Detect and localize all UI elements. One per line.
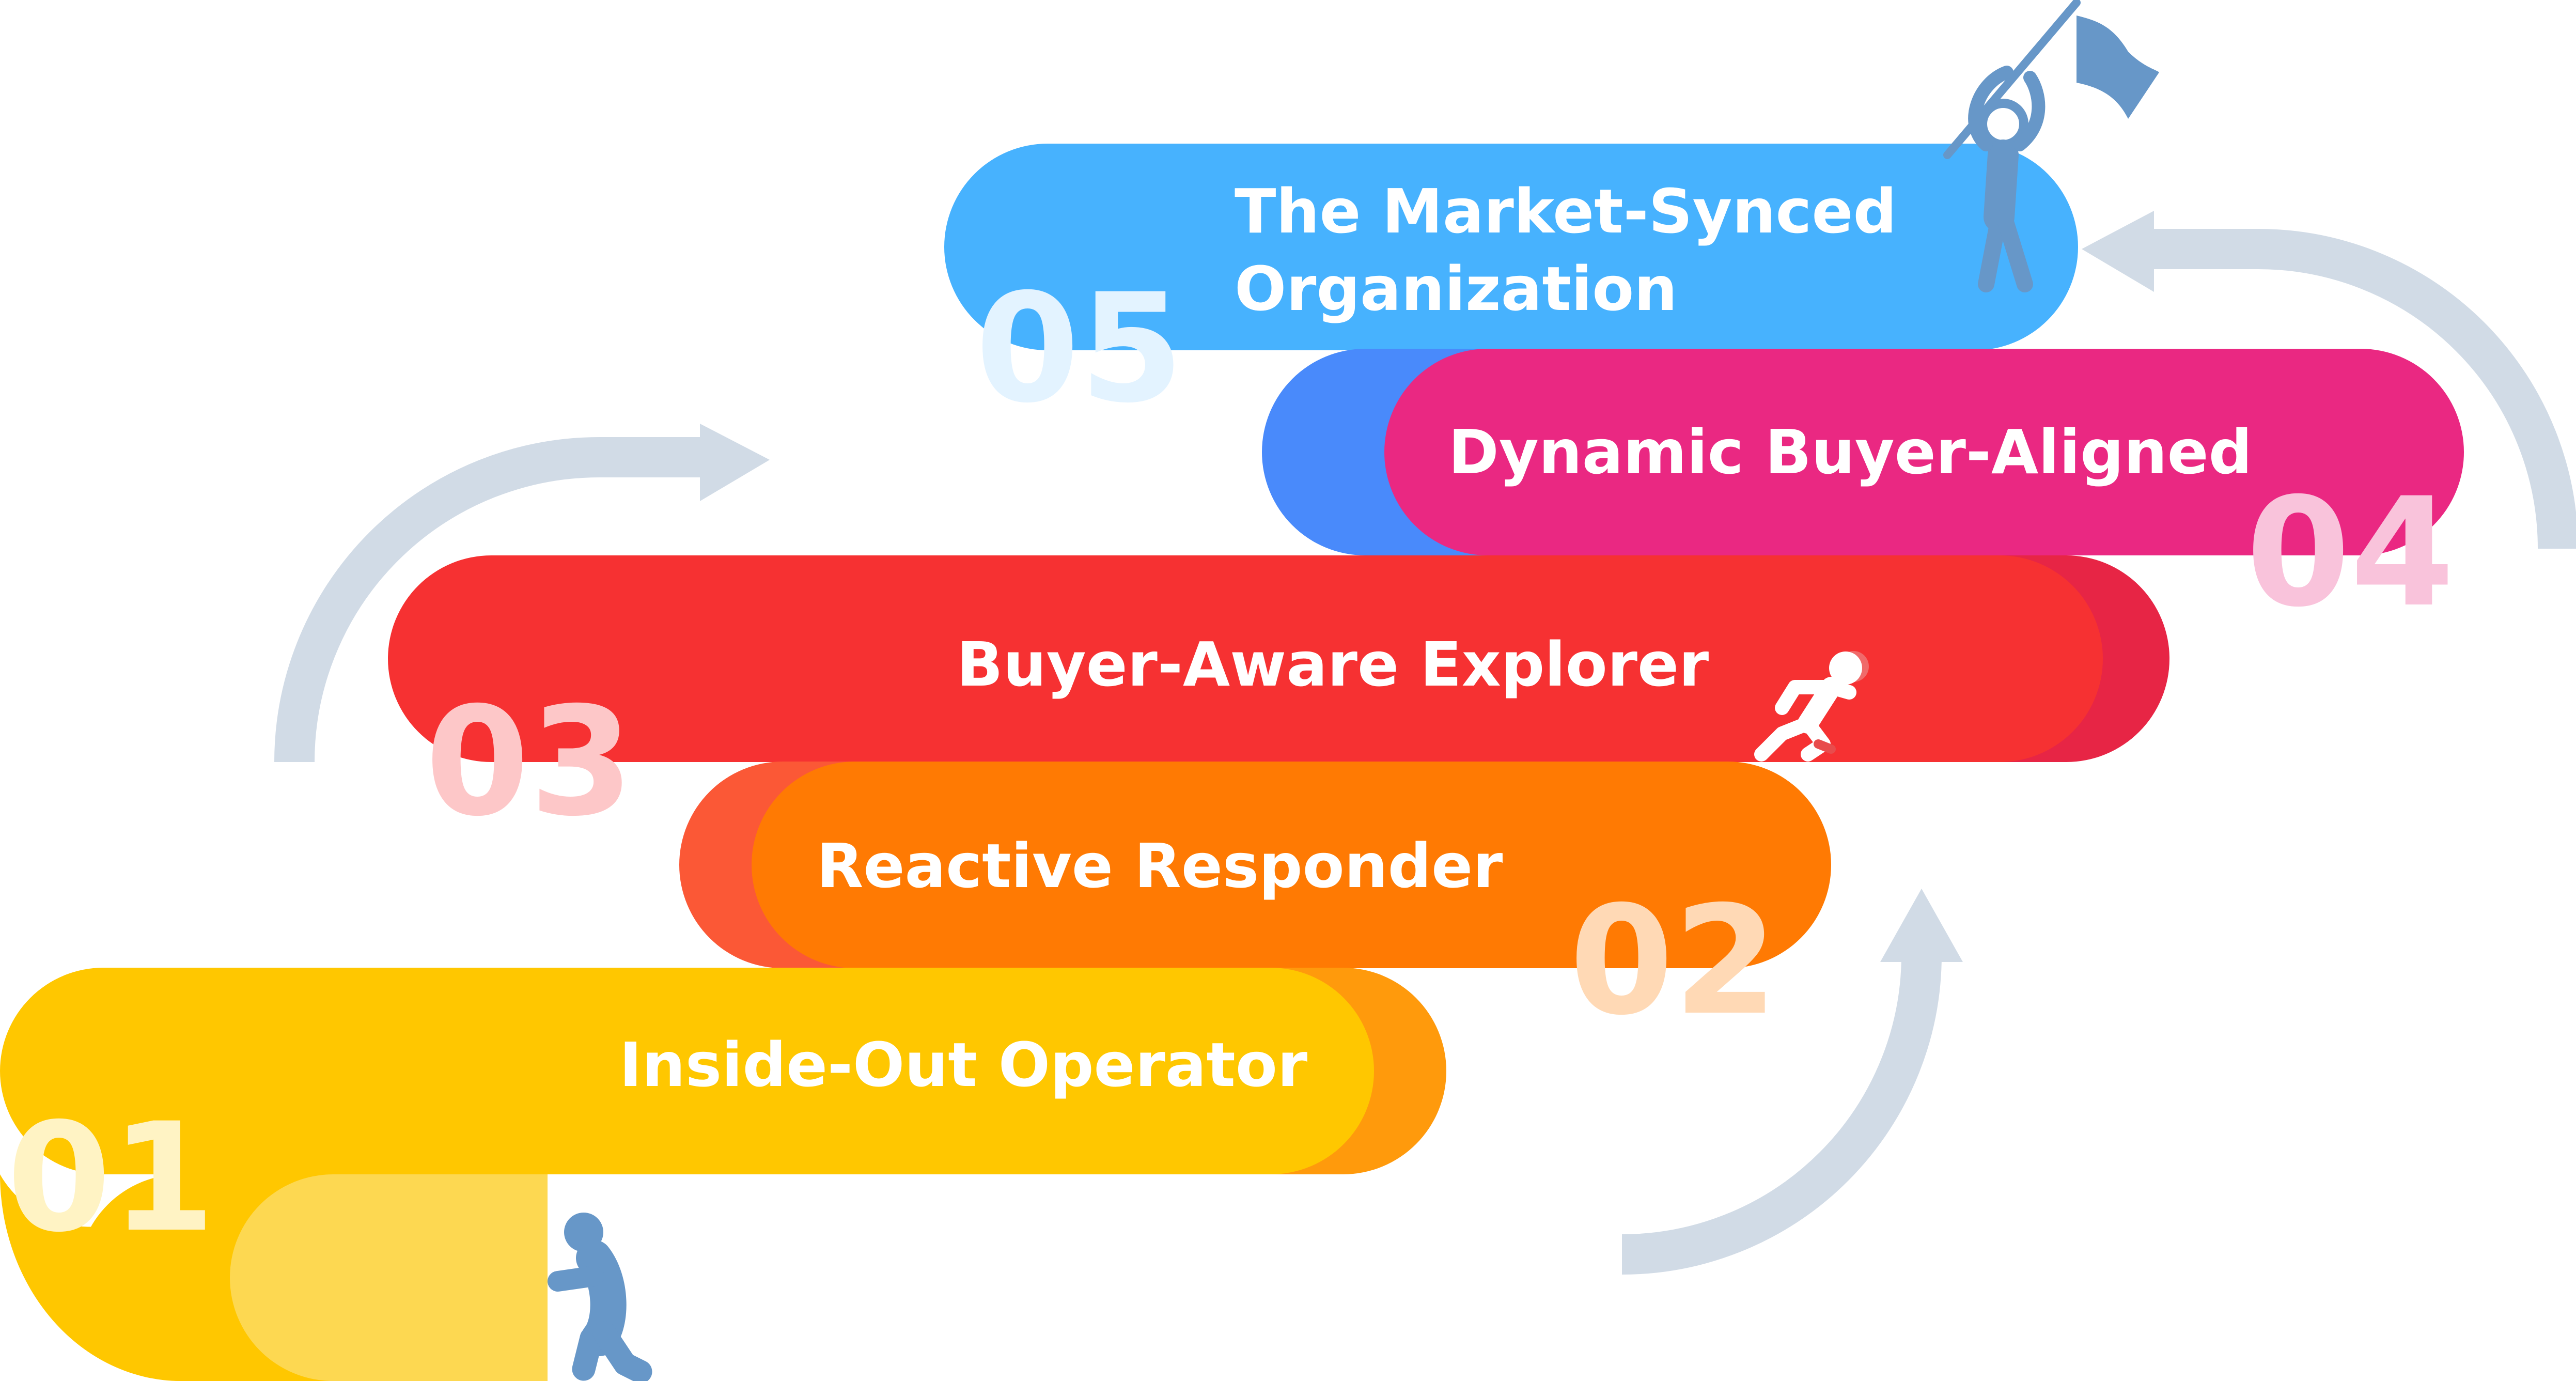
- sprinting-person-icon: [1754, 651, 1869, 762]
- stage-01-label: Inside-Out Operator: [619, 1029, 1307, 1100]
- stage-03-number: 03: [425, 675, 634, 849]
- walking-person-icon: [548, 1213, 652, 1381]
- stage-04-number: 04: [2246, 466, 2455, 640]
- stage-05-label-line2: Organization: [1235, 253, 1677, 324]
- flag-bearer-icon: [1943, 0, 2159, 292]
- stage-01-bar: [0, 968, 1374, 1174]
- stage-01-notch: [230, 1174, 548, 1381]
- stage-04-label: Dynamic Buyer-Aligned: [1448, 416, 2252, 488]
- connector-arrows: [274, 211, 2576, 1275]
- stage-04-bar: [1384, 349, 2464, 555]
- up-arrow-icon: [1621, 889, 1963, 1275]
- stage-05-bar: [944, 144, 2078, 350]
- stage-03-label: Buyer-Aware Explorer: [957, 629, 1709, 700]
- stage-01-number: 01: [7, 1091, 215, 1265]
- stage-02-number: 02: [1569, 874, 1778, 1048]
- left-arrow-icon: [2082, 211, 2576, 549]
- stage-01-outer-curve: [0, 1071, 181, 1381]
- right-arrow-icon: [274, 424, 770, 763]
- stage-05-label-line1: The Market-Synced: [1235, 176, 1897, 247]
- stage-03-bar: [388, 555, 2103, 762]
- stage-02-label: Reactive Responder: [817, 830, 1503, 902]
- stage-02-bar: [752, 762, 1831, 968]
- stage-05-number: 05: [975, 262, 1184, 436]
